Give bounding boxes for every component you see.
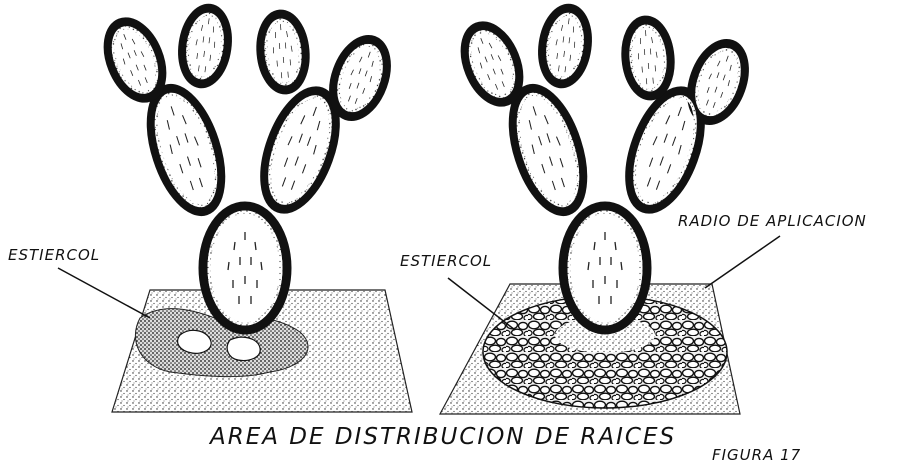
application-radius-label: RADIO DE APLICACION: [678, 212, 867, 230]
application-radius-leader: [705, 236, 780, 288]
left-cactus-scene: [58, 5, 412, 412]
left-manure-label: ESTIERCOL: [8, 246, 100, 264]
left-manure-clump: [227, 337, 260, 360]
left-pad-top-1: [98, 14, 172, 106]
right-pad-top-2: [538, 5, 592, 86]
right-manure-label: ESTIERCOL: [400, 252, 492, 270]
figure-number: FIGURA 17: [712, 446, 801, 464]
right-cactus-scene: [440, 5, 780, 414]
left-pad-base: [203, 206, 287, 330]
right-pad-base: [563, 206, 647, 330]
left-manure-leader: [58, 268, 150, 318]
left-manure-clump: [178, 330, 211, 353]
left-pad-top-2: [178, 5, 232, 86]
figure-caption: AREA DE DISTRIBUCION DE RAICES: [210, 424, 676, 450]
right-pad-top-1: [455, 18, 529, 110]
